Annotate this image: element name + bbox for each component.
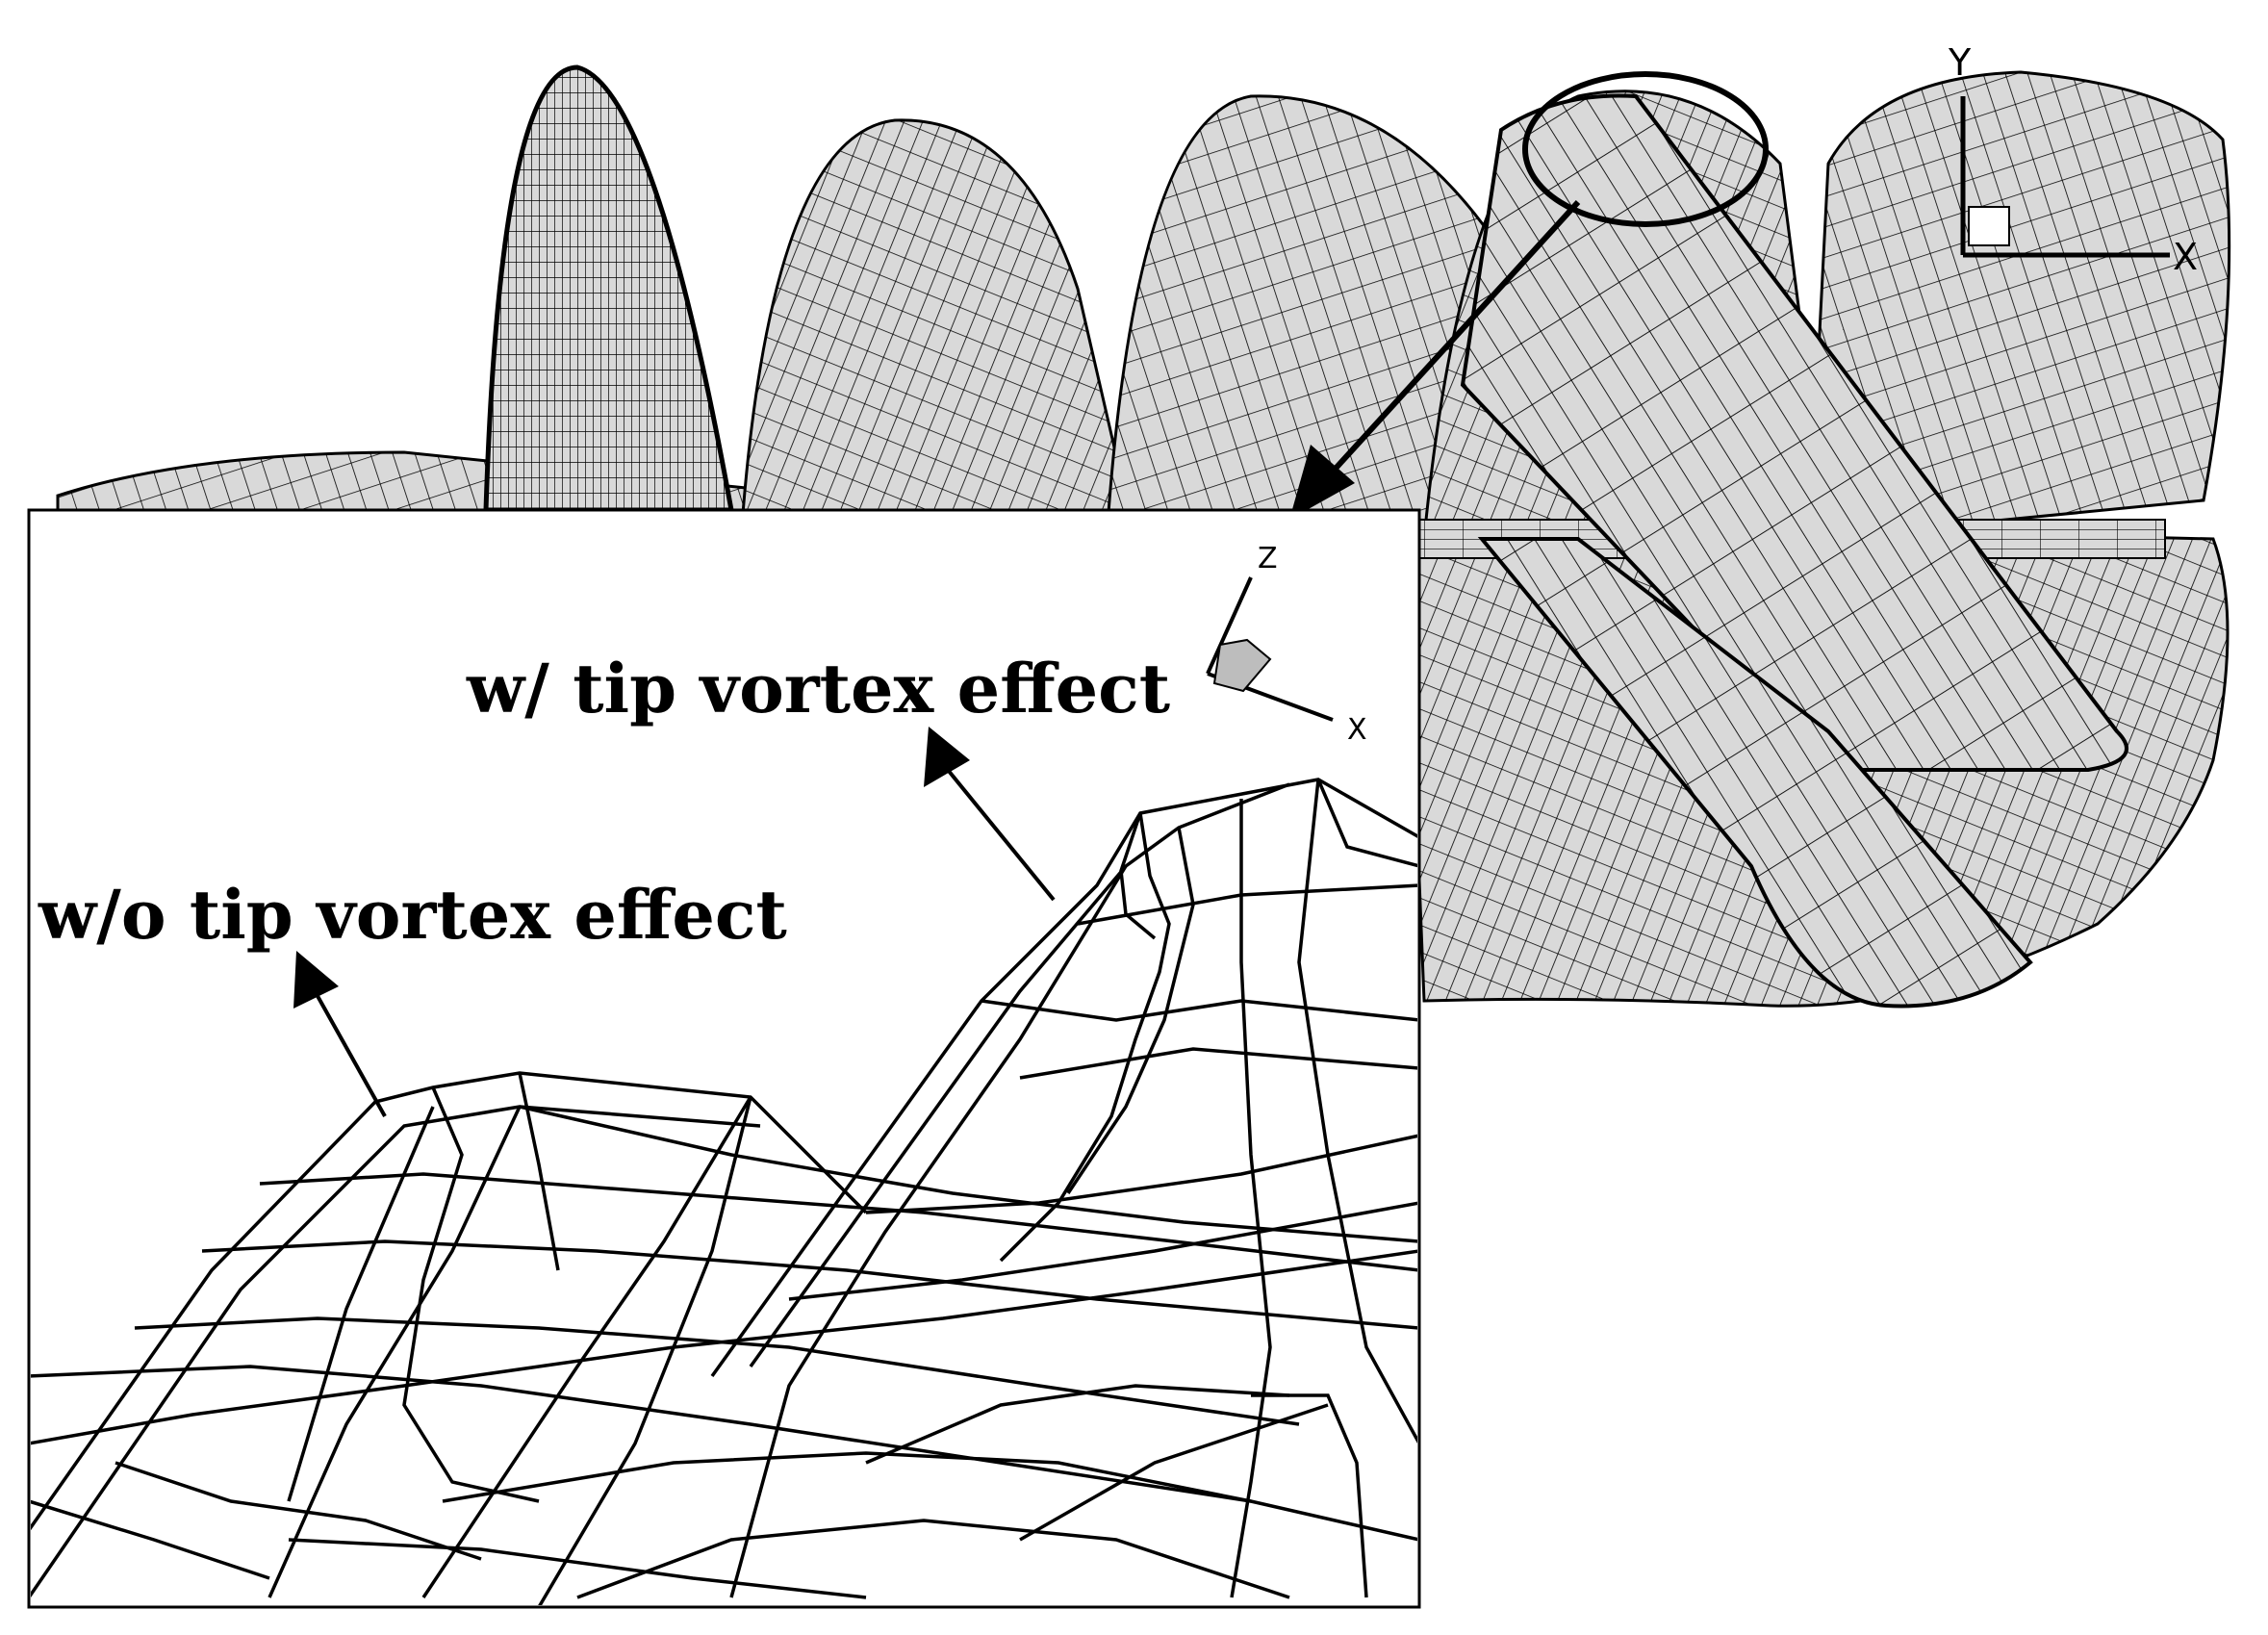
without-effect-label: w/o tip vortex effect: [38, 875, 787, 955]
inset-wireframe: [31, 778, 1417, 1605]
second-flight-dome: [739, 118, 1137, 541]
flight-tip-band-lower: [1477, 537, 2033, 1009]
zoom-inset-panel: w/ tip vortex effect w/o tip vortex effe…: [27, 508, 1421, 1609]
inset-axis-z-label: Z: [1258, 542, 1278, 575]
front-flight-dome: [483, 64, 734, 513]
screw-surface-mesh: Y X: [56, 41, 2231, 1009]
inset-axis-triad: Z X: [1206, 542, 1367, 747]
with-effect-arrowhead: [924, 727, 970, 787]
main-axis-y-label: Y: [1948, 41, 1972, 84]
main-axis-triad: Y X: [1948, 41, 2198, 278]
main-axis-x-label: X: [2173, 236, 2198, 278]
with-effect-leader: [946, 768, 1056, 902]
zoom-arrow-line: [1330, 199, 1581, 474]
without-effect-arrowhead: [293, 951, 339, 1009]
tip-highlight-circle: [1522, 71, 1769, 227]
inset-frame: [27, 508, 1421, 1609]
with-effect-label: w/ tip vortex effect: [466, 649, 1170, 728]
without-effect-leader: [316, 995, 387, 1117]
end-flight-dome: [1807, 70, 2231, 541]
zoom-arrow-head: [1289, 445, 1355, 520]
inset-axis-x-label: X: [1347, 713, 1367, 747]
